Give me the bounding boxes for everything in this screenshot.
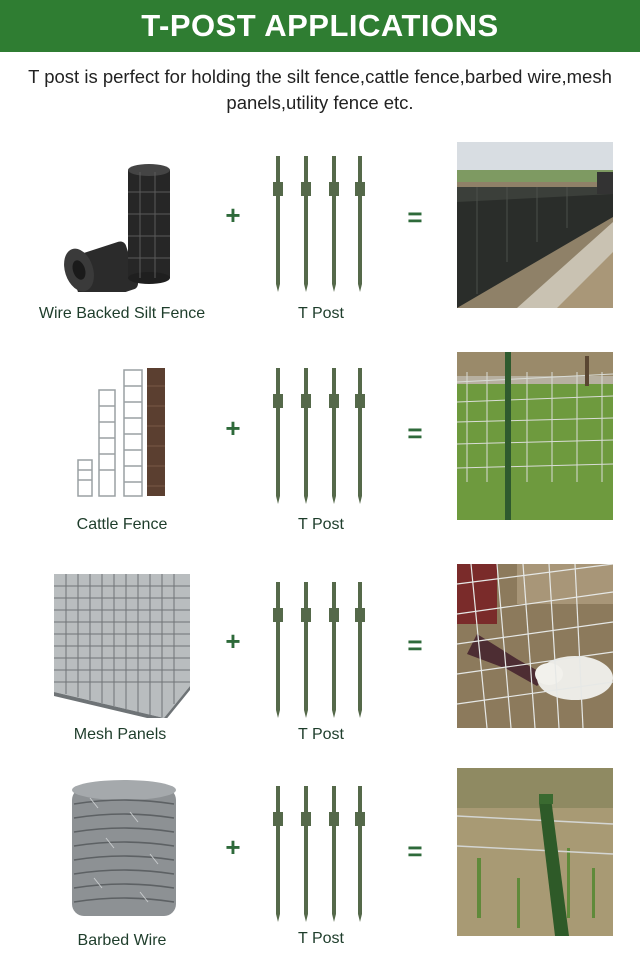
t-posts-image (262, 578, 374, 718)
plus-sign: + (225, 626, 241, 656)
application-row-barbed-wire: Barbed Wire + T Post = (0, 766, 640, 976)
product-label: Mesh Panels (73, 726, 167, 743)
equals-sign: = (407, 418, 423, 448)
page-title: T-POST APPLICATIONS (141, 8, 499, 43)
barbed-wire-coil-image (70, 778, 178, 926)
plus-sign: + (225, 832, 241, 862)
equals-sign: = (407, 202, 423, 232)
post-label: T Post (298, 726, 344, 743)
post-label: T Post (298, 305, 344, 322)
mesh-panels-image (54, 574, 190, 718)
silt-fence-roll-image (55, 162, 191, 292)
product-label: Wire Backed Silt Fence (38, 305, 206, 322)
equals-sign: = (407, 836, 423, 866)
cattle-fence-rolls-image (76, 366, 168, 498)
post-label: T Post (298, 516, 344, 533)
application-row-cattle-fence: Cattle Fence + T Post = (0, 350, 640, 560)
mesh-panel-installed-photo (457, 564, 613, 728)
application-row-mesh-panels: Mesh Panels + T Post = (0, 562, 640, 772)
t-posts-image (262, 364, 374, 504)
t-posts-image (262, 782, 374, 922)
product-label: Cattle Fence (76, 516, 168, 533)
header-banner: T-POST APPLICATIONS (0, 0, 640, 52)
silt-fence-installed-photo (457, 142, 613, 308)
plus-sign: + (225, 413, 241, 443)
product-label: Barbed Wire (77, 932, 167, 949)
t-posts-image (262, 152, 374, 292)
equals-sign: = (407, 630, 423, 660)
application-row-silt-fence: Wire Backed Silt Fence + T Post = (0, 140, 640, 350)
plus-sign: + (225, 200, 241, 230)
cattle-fence-installed-photo (457, 352, 613, 520)
barbed-wire-installed-photo (457, 768, 613, 936)
intro-text: T post is perfect for holding the silt f… (28, 66, 612, 113)
post-label: T Post (298, 930, 344, 947)
